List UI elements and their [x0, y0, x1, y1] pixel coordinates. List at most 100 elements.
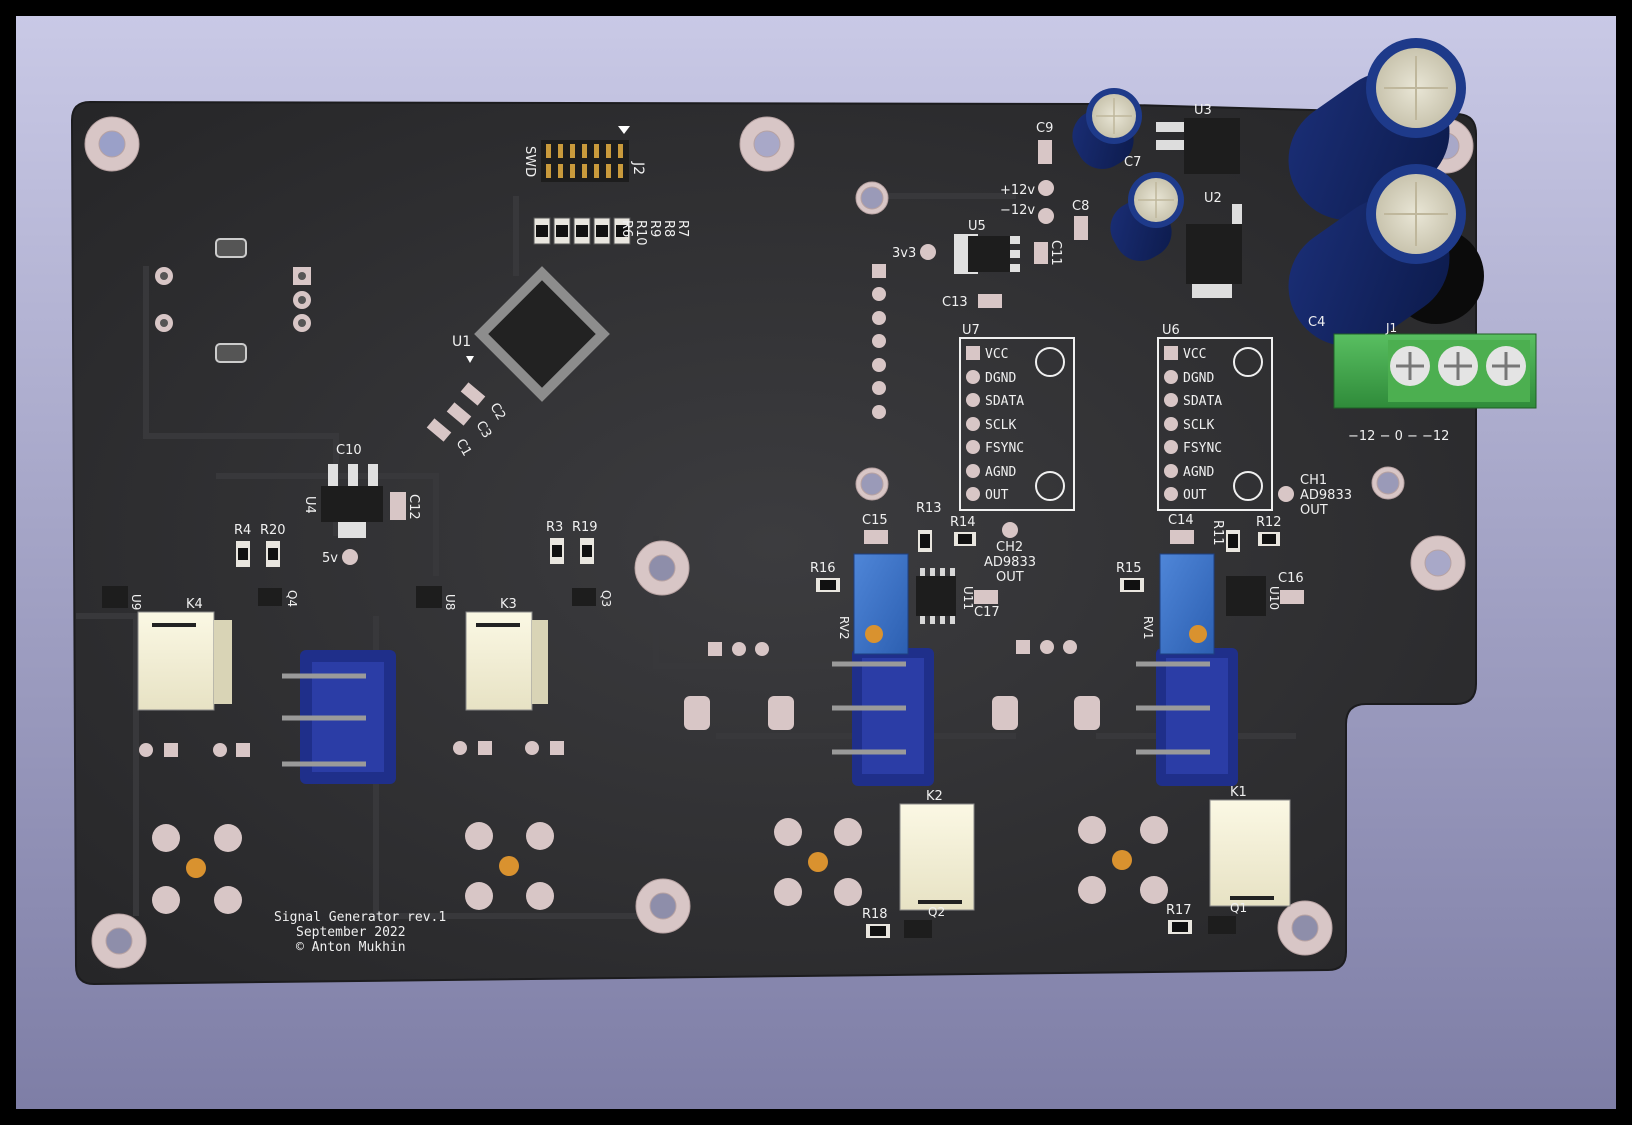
ref-c16: C16	[1278, 571, 1304, 586]
credits-line1: Signal Generator rev.1	[274, 910, 446, 925]
ref-c4: C4	[1308, 315, 1325, 330]
mounting-holes	[84, 116, 1474, 969]
capacitor-c4[interactable]: C4	[1265, 164, 1484, 370]
relay-k2[interactable]: K2	[899, 789, 975, 911]
u6-pin-out: OUT	[1183, 488, 1207, 503]
power-terminal-j1[interactable]: J1 −12 − 0 − −12	[1333, 321, 1537, 444]
regulator-u3: U3	[1156, 103, 1240, 174]
ref-u3: U3	[1194, 103, 1212, 118]
ref-c13: C13	[942, 295, 968, 310]
caps-c1-c3: C2 C3 C1	[426, 382, 508, 459]
resistors-left: R4 R20 R3 R19	[234, 520, 598, 567]
pad-rows	[139, 640, 1100, 757]
output-transistors: Q2 R18 Q1 R17	[862, 901, 1247, 938]
ref-u10: U10	[1267, 586, 1281, 610]
u6-pin-fsync: FSYNC	[1183, 441, 1222, 456]
ref-j1: J1	[1385, 321, 1397, 335]
ref-rv1: RV1	[1141, 616, 1155, 640]
u6-pin-sdata: SDATA	[1183, 394, 1222, 409]
ref-r18: R18	[862, 907, 888, 922]
module-u6[interactable]: U6 VCC DGND SDATA SCLK FSYNC AGND OUT	[1157, 323, 1273, 511]
trimmer-rv1[interactable]: RV1	[1141, 553, 1215, 655]
header-left	[282, 650, 396, 784]
mcu-u1[interactable]: U1	[452, 266, 610, 402]
ref-r20: R20	[260, 523, 286, 538]
ref-q3: Q3	[599, 590, 613, 607]
opamp-u10: U10	[1226, 576, 1281, 616]
resistor-bank: R7 R8 R9 R10 R6	[533, 217, 690, 246]
pcb-3d-scene: U1 J2 SWD R7 R8 R9 R10 R6 U1 C2 C3 C1	[70, 38, 1537, 986]
ref-rv2: RV2	[837, 616, 851, 640]
u6-pin-vcc: VCC	[1183, 347, 1206, 362]
u6-pin-agnd: AGND	[1183, 465, 1214, 480]
opamp-passives: C15 R13 R14 R16 C17 C14 R11 R12 R15 C16	[810, 486, 1304, 620]
ref-r13: R13	[916, 501, 942, 516]
ref-c15: C15	[862, 513, 888, 528]
ref-c7: C7	[1124, 155, 1141, 170]
capacitor-c-small[interactable]	[1101, 172, 1184, 270]
ref-u7: U7	[962, 323, 980, 338]
ref-u4: U4	[302, 496, 317, 514]
ref-r4: R4	[234, 523, 251, 538]
ch1-line2: AD9833	[1300, 488, 1352, 503]
ref-u8: U8	[443, 594, 457, 610]
relay-k4[interactable]: K4	[137, 597, 232, 711]
ref-r19: R19	[572, 520, 598, 535]
ref-r12: R12	[1256, 515, 1282, 530]
u7-pin-dgnd: DGND	[985, 371, 1016, 386]
ref-r7: R7	[675, 220, 690, 237]
ref-c10: C10	[336, 443, 362, 458]
ch1-output-label: CH1 AD9833 OUT	[1300, 473, 1352, 518]
header-pins-vertical	[872, 264, 886, 419]
ref-j2: J2	[630, 161, 646, 175]
ref-r10: R10	[633, 220, 648, 246]
ref-q2: Q2	[928, 905, 945, 919]
regulator-u5: U5 3v3 C11 C13 +12v −12v C9 C8	[892, 121, 1089, 310]
ref-r15: R15	[1116, 561, 1142, 576]
ch2-line1: CH2	[996, 540, 1023, 555]
ref-k1: K1	[1230, 785, 1247, 800]
trimmer-rv2[interactable]: RV2	[837, 553, 909, 655]
relay-k3[interactable]: K3	[465, 597, 548, 711]
ch2-output-label: CH2 AD9833 OUT	[984, 540, 1036, 585]
ref-c9: C9	[1036, 121, 1053, 136]
u7-pin-out: OUT	[985, 488, 1009, 503]
ref-u9: U9	[129, 594, 143, 610]
header-rv2	[832, 648, 934, 786]
ref-r6: R6	[619, 220, 634, 237]
ref-c17: C17	[974, 605, 1000, 620]
left-misc-pads	[155, 238, 311, 363]
ref-r8: R8	[661, 220, 676, 237]
ref-q4: Q4	[285, 590, 299, 607]
credits-line2: September 2022	[296, 925, 406, 940]
3d-viewer-canvas[interactable]: U1 J2 SWD R7 R8 R9 R10 R6 U1 C2 C3 C1	[16, 16, 1616, 1109]
ch1-line1: CH1	[1300, 473, 1327, 488]
capacitor-c7[interactable]: C7	[1063, 88, 1143, 178]
ch2-line3: OUT	[996, 570, 1024, 585]
jack-footprints	[152, 816, 1168, 914]
u6-pin-dgnd: DGND	[1183, 371, 1214, 386]
ref-c11: C11	[1048, 240, 1063, 266]
module-u7[interactable]: U7 VCC DGND SDATA SCLK FSYNC AGND OUT	[959, 323, 1075, 511]
ref-c8: C8	[1072, 199, 1089, 214]
ref-r9: R9	[647, 220, 662, 237]
tp-3v3: 3v3	[892, 246, 916, 261]
j1-label: −12 − 0 − −12	[1348, 429, 1449, 444]
ref-k4: K4	[186, 597, 203, 612]
swd-label: SWD	[522, 146, 537, 177]
ref-c12: C12	[406, 494, 421, 520]
tp-5v: 5v	[322, 551, 338, 566]
u7-pin-sdata: SDATA	[985, 394, 1024, 409]
ref-q1: Q1	[1230, 901, 1247, 915]
relay-k1[interactable]: K1	[1209, 785, 1291, 907]
regulator-u4: U4 C10 C12 5v	[302, 443, 421, 566]
opamp-u11: U11	[916, 568, 975, 624]
header-rv1	[1136, 648, 1238, 786]
ref-u11: U11	[961, 586, 975, 610]
ref-u6: U6	[1162, 323, 1180, 338]
ref-r11: R11	[1210, 520, 1225, 546]
ref-u2: U2	[1204, 191, 1222, 206]
ref-k3: K3	[500, 597, 517, 612]
swd-connector-j2[interactable]: U1 J2 SWD	[522, 126, 646, 182]
pcb-board	[70, 100, 1477, 986]
